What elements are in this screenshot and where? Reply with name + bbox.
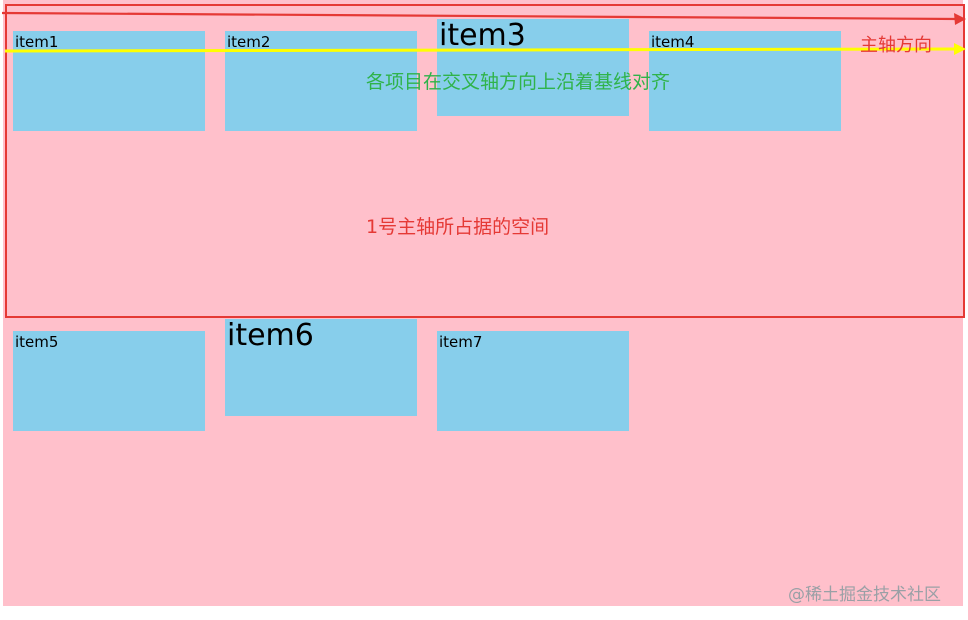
flex-item-3: item3 xyxy=(437,19,629,116)
watermark: @稀土掘金技术社区 xyxy=(788,585,941,605)
item-label: item3 xyxy=(439,18,526,53)
flex-item-5: item5 xyxy=(13,331,205,431)
flex-item-7: item7 xyxy=(437,331,629,431)
main-axis-line-space-outline xyxy=(5,4,965,318)
item-label: item5 xyxy=(15,333,59,351)
main-axis-label: 主轴方向 xyxy=(860,35,932,56)
item-label: item1 xyxy=(15,33,59,51)
flex-item-6: item6 xyxy=(225,319,417,416)
item-label: item4 xyxy=(651,33,695,51)
item-label: item6 xyxy=(227,318,314,353)
line-space-note: 1号主轴所占据的空间 xyxy=(366,216,550,238)
item-label: item7 xyxy=(439,333,483,351)
item-label: item2 xyxy=(227,33,271,51)
baseline-alignment-note: 各项目在交叉轴方向上沿着基线对齐 xyxy=(366,71,671,93)
